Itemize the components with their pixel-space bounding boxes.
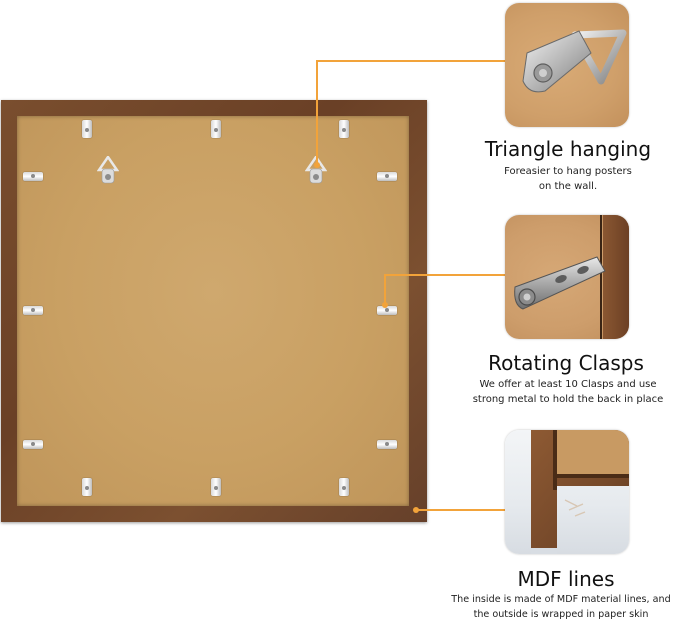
feature-desc-line: We offer at least 10 Clasps and use (479, 379, 657, 390)
left-clip-bottom (23, 440, 43, 449)
right-clip-top (377, 172, 397, 181)
callout-line-hanger-vertical (316, 60, 318, 164)
feature-title-mdf-lines: MDF lines (517, 567, 615, 591)
feature-desc-line: strong metal to hold the back in place (472, 394, 664, 405)
top-clip-left (82, 120, 92, 138)
top-clip-right (339, 120, 349, 138)
picture-frame-back (1, 100, 427, 522)
triangle-hanger-left-icon (97, 156, 119, 184)
bottom-clip-left (82, 478, 92, 496)
callout-dot-clasp (382, 302, 388, 308)
feature-desc-mdf-lines: The inside is made of MDF material lines… (444, 592, 678, 622)
left-clip-top (23, 172, 43, 181)
feature-title-triangle-hanging: Triangle hanging (484, 137, 652, 161)
mdf-corner-detail-image (505, 430, 629, 554)
rotating-clasp-icon (514, 215, 629, 339)
right-clip-bottom (377, 440, 397, 449)
callout-line-mdf-horizontal (418, 509, 506, 511)
feature-desc-line: The inside is made of MDF material lines… (451, 594, 671, 605)
callout-line-clasp-horizontal (384, 274, 506, 276)
feature-desc-triangle-hanging: Foreasier to hang posters on the wall. (480, 164, 656, 194)
callout-dot-hanger (314, 162, 320, 168)
feature-title-rotating-clasps: Rotating Clasps (488, 351, 644, 375)
triangle-hanger-right-icon (305, 156, 327, 184)
feature-desc-line: Foreasier to hang posters (504, 166, 632, 177)
mdf-corner-icon (531, 430, 629, 554)
callout-line-hanger-horizontal (316, 60, 506, 62)
callout-line-clasp-vertical (384, 274, 386, 304)
left-clip-middle (23, 306, 43, 315)
feature-desc-line: on the wall. (538, 181, 598, 192)
bottom-clip-center (211, 478, 221, 496)
feature-desc-line: the outside is wrapped in paper skin (473, 609, 649, 620)
rotating-clasp-detail-image (505, 215, 629, 339)
mdf-backing-board (17, 116, 409, 506)
right-clip-middle (377, 306, 397, 315)
triangle-hanger-icon (522, 29, 627, 93)
feature-desc-rotating-clasps: We offer at least 10 Clasps and use stro… (462, 377, 674, 407)
top-clip-center (211, 120, 221, 138)
triangle-hanger-detail-image (505, 3, 629, 127)
bottom-clip-right (339, 478, 349, 496)
callout-dot-mdf (413, 507, 419, 513)
